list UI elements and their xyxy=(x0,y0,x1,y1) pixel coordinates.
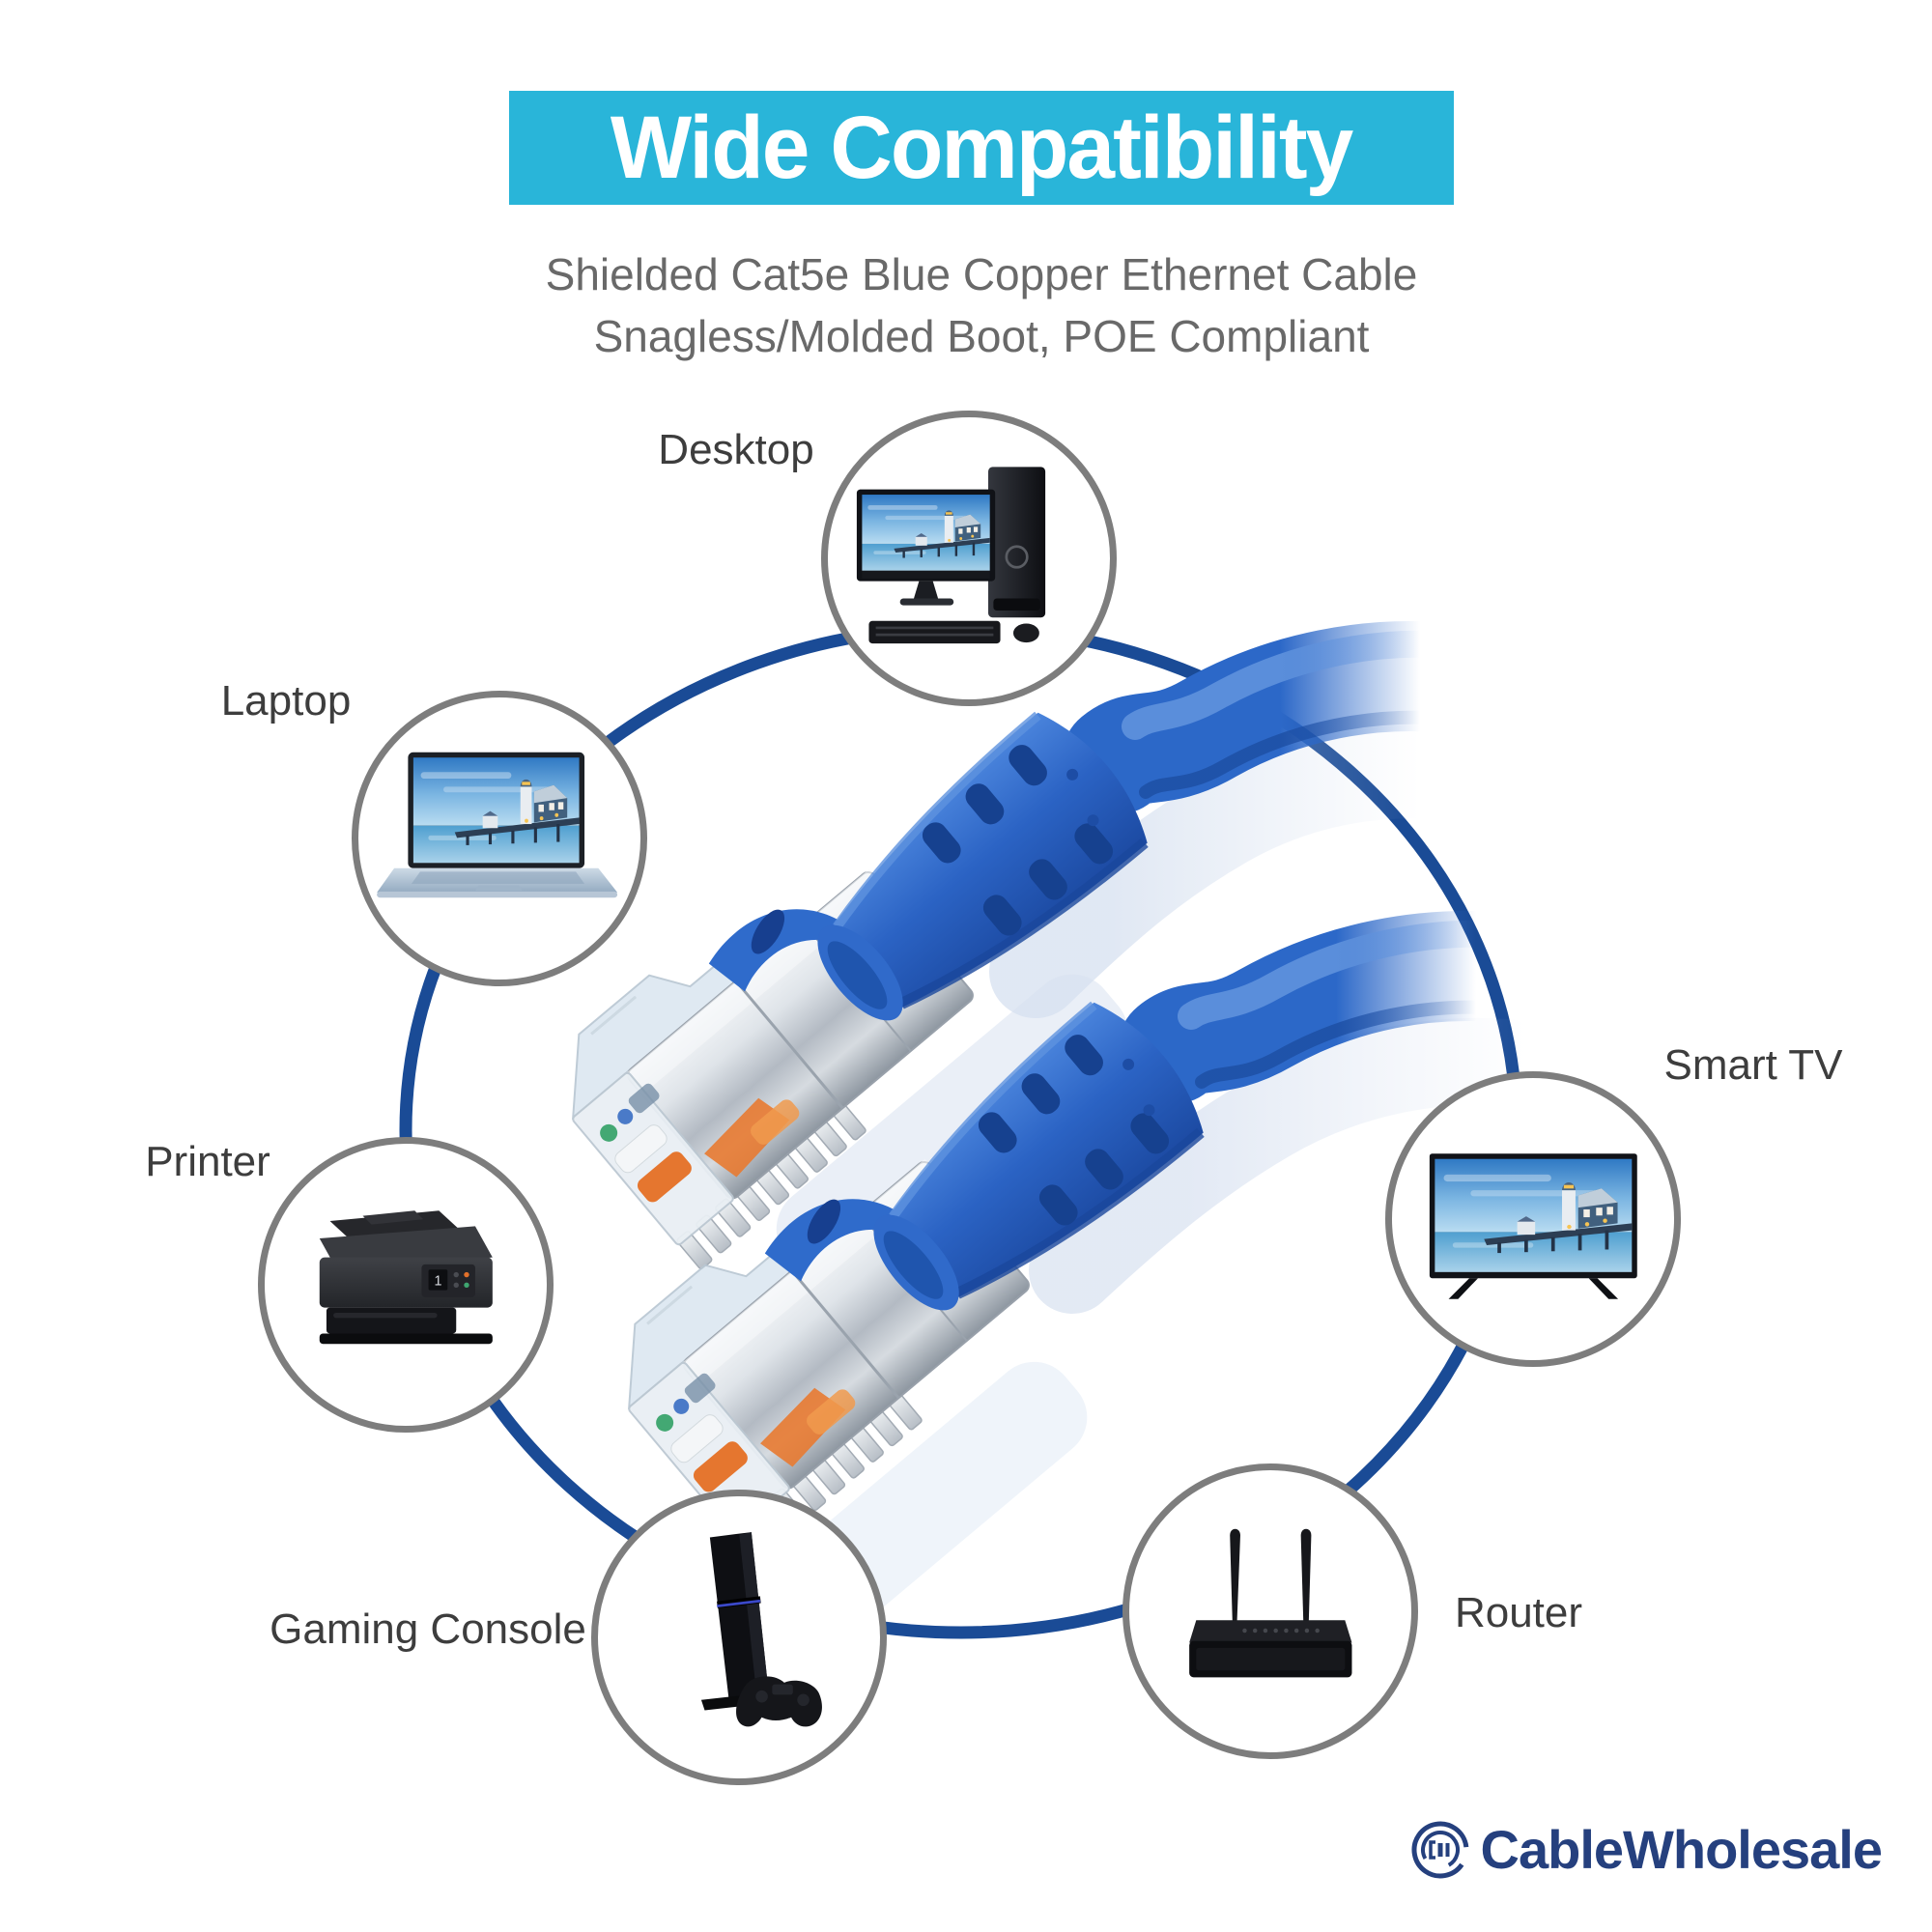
svg-text:1: 1 xyxy=(434,1273,441,1289)
label-gaming-console: Gaming Console xyxy=(270,1605,586,1653)
label-smart-tv: Smart TV xyxy=(1663,1041,1843,1089)
device-circle-desktop xyxy=(821,411,1117,706)
device-circle-gaming-console xyxy=(591,1490,887,1785)
subtitle-line-2: Snagless/Molded Boot, POE Compliant xyxy=(593,311,1370,361)
brand-logo: CableWholesale xyxy=(1409,1818,1883,1881)
printer-illustration: 1 xyxy=(319,1209,493,1344)
product-subtitle: Shielded Cat5e Blue Copper Ethernet Cabl… xyxy=(450,243,1513,367)
label-router: Router xyxy=(1454,1589,1583,1636)
device-circle-laptop xyxy=(352,691,647,986)
router-illustration xyxy=(1188,1528,1352,1678)
device-circle-router xyxy=(1122,1463,1418,1759)
device-circle-printer: 1 xyxy=(258,1137,554,1433)
desktop-illustration xyxy=(856,467,1045,643)
page-title: Wide Compatibility xyxy=(611,98,1353,197)
label-desktop: Desktop xyxy=(658,426,814,473)
gaming-console-illustration xyxy=(700,1531,822,1727)
label-laptop: Laptop xyxy=(220,677,352,724)
ethernet-cable-connector xyxy=(572,621,1504,1270)
subtitle-line-1: Shielded Cat5e Blue Copper Ethernet Cabl… xyxy=(545,249,1418,299)
cablewholesale-icon xyxy=(1411,1821,1469,1878)
device-circle-smart-tv xyxy=(1385,1071,1681,1367)
laptop-illustration xyxy=(376,752,617,897)
smart-tv-illustration xyxy=(1429,1152,1637,1299)
brand-logo-text: CableWholesale xyxy=(1480,1819,1883,1880)
cable-boot xyxy=(708,711,1149,1021)
label-printer: Printer xyxy=(145,1138,270,1185)
title-banner: Wide Compatibility xyxy=(509,91,1454,205)
